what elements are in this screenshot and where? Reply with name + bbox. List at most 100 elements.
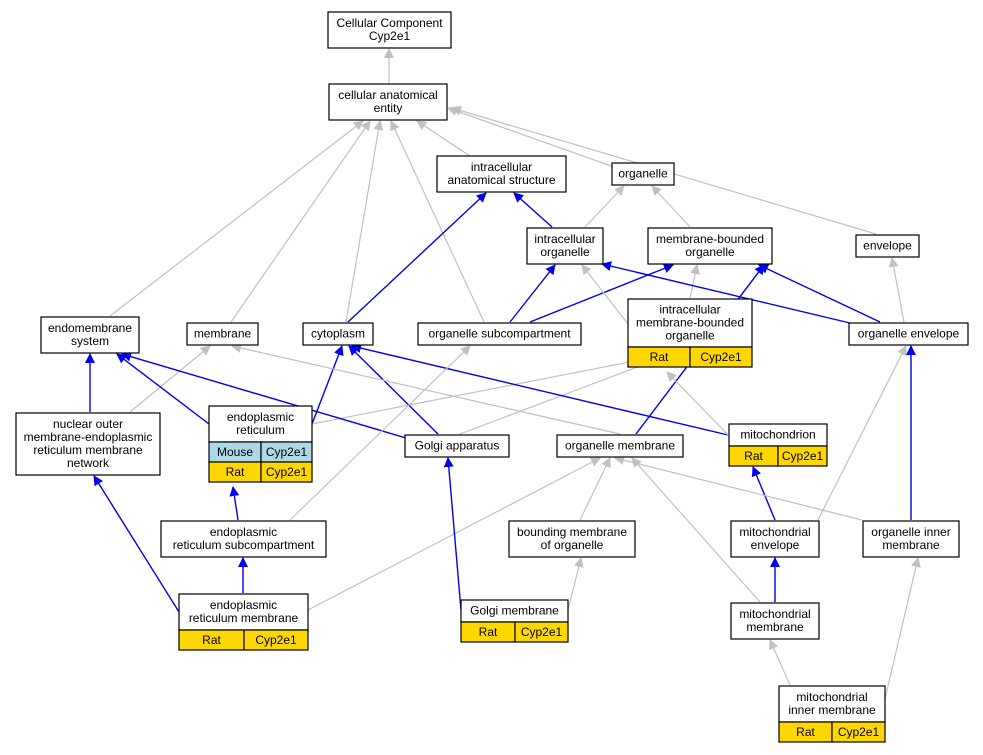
is-a-edge-menv-to-oenv — [817, 345, 907, 521]
is-a-edge-cytoplasm-to-cae — [345, 120, 384, 323]
is-a-edge-bmo-to-omem — [579, 457, 611, 521]
term-box — [508, 520, 636, 558]
species-label: Rat — [226, 465, 245, 479]
term-label-line: organelle envelope — [858, 327, 960, 341]
term-box — [327, 11, 452, 49]
gene-label: Cyp2e1 — [782, 449, 824, 463]
term-label-line: membrane — [882, 538, 940, 552]
term-label-line: inner membrane — [788, 703, 876, 717]
is-a-edge-osub-to-cae — [390, 120, 485, 323]
term-box — [647, 227, 773, 265]
part-of-edge-golgi-to-cytoplasm — [348, 345, 439, 435]
gene-cell — [514, 621, 569, 643]
part-of-edge-oenv-to-io — [601, 261, 851, 324]
term-label-line: anatomical structure — [447, 173, 555, 187]
term-box — [40, 316, 140, 354]
term-node-imbo[interactable]: intracellularmembrane-boundedorganelleRa… — [627, 298, 753, 368]
term-label-line: bounding membrane — [517, 525, 627, 539]
gene-cell — [777, 445, 828, 467]
term-box — [417, 322, 582, 346]
is-a-edge-oenv-to-envelope — [888, 257, 905, 323]
term-label-line: cytoplasm — [311, 327, 365, 341]
term-label-line: entity — [374, 101, 403, 115]
term-label-line: endomembrane — [48, 321, 132, 335]
gene-label: Cyp2e1 — [255, 633, 297, 647]
term-label-line: mitochondrial — [796, 690, 867, 704]
term-box — [855, 234, 920, 258]
term-node-nuc[interactable]: nuclear outermembrane-endoplasmicreticul… — [15, 412, 161, 476]
term-box — [556, 434, 684, 458]
is-a-edge-imbo-to-io — [581, 264, 629, 325]
term-node-organelle[interactable]: organelle — [611, 162, 675, 186]
term-label-line: membrane-bounded — [656, 232, 764, 246]
edge-layer — [85, 48, 921, 700]
term-box — [208, 405, 313, 443]
term-node-membrane[interactable]: membrane — [186, 322, 259, 346]
term-box — [862, 520, 960, 558]
term-label-line: network — [67, 456, 110, 470]
is-a-edge-gm-to-bmo — [567, 557, 584, 611]
species-label: Rat — [202, 633, 221, 647]
term-label-line: mitochondrion — [740, 428, 815, 442]
term-label-line: reticulum membrane — [189, 611, 299, 625]
gene-cell — [689, 346, 753, 368]
species-label: Rat — [479, 625, 498, 639]
is-a-edge-membrane-to-cae — [230, 120, 371, 323]
is-a-edge-organelle-to-cae — [447, 106, 615, 168]
term-box — [526, 227, 604, 265]
term-node-envelope[interactable]: envelope — [855, 234, 920, 258]
term-label-line: organelle — [665, 329, 715, 343]
term-node-cytoplasm[interactable]: cytoplasm — [302, 322, 374, 346]
term-label-line: endoplasmic — [210, 525, 277, 539]
term-box — [436, 155, 567, 193]
is-a-edge-endomem-to-cae — [109, 120, 364, 317]
term-node-oenv[interactable]: organelle envelope — [848, 322, 969, 346]
part-of-edge-gm-to-golgi — [443, 457, 462, 611]
part-of-edge-erm-to-nuc — [93, 475, 180, 613]
part-of-edge-osub-to-io — [509, 264, 556, 323]
is-a-edge-io-to-organelle — [584, 185, 625, 228]
term-label-line: organelle subcompartment — [428, 327, 571, 341]
is-a-edge-golgi-to-imbo — [459, 358, 657, 435]
term-label-line: reticulum subcompartment — [173, 538, 315, 552]
term-box — [302, 322, 374, 346]
is-a-edge-ersub-to-osub — [289, 345, 471, 521]
term-label-line: organelle — [618, 167, 668, 181]
term-label-line: envelope — [863, 239, 912, 253]
part-of-edge-er-to-endomem — [116, 353, 210, 425]
term-label-line: membrane — [746, 620, 804, 634]
term-node-golgi[interactable]: Golgi apparatus — [404, 434, 510, 458]
part-of-edge-ersub-to-er — [229, 486, 240, 521]
term-label-line: intracellular — [471, 160, 532, 174]
term-label-line: envelope — [751, 538, 800, 552]
term-label-line: endoplasmic — [210, 598, 277, 612]
part-of-edge-mito-to-cytoplasm — [351, 343, 729, 436]
term-label-line: endoplasmic — [227, 410, 294, 424]
term-box — [730, 520, 820, 558]
is-a-edge-oim-to-omem — [614, 455, 863, 521]
term-node-osub[interactable]: organelle subcompartment — [417, 322, 582, 346]
term-node-omem[interactable]: organelle membrane — [556, 434, 684, 458]
term-label-line: Golgi apparatus — [415, 439, 500, 453]
term-box — [611, 162, 675, 186]
gene-cell — [831, 721, 886, 743]
term-label-line: organelle — [540, 245, 590, 259]
is-a-edge-mito-to-imbo — [666, 371, 730, 437]
